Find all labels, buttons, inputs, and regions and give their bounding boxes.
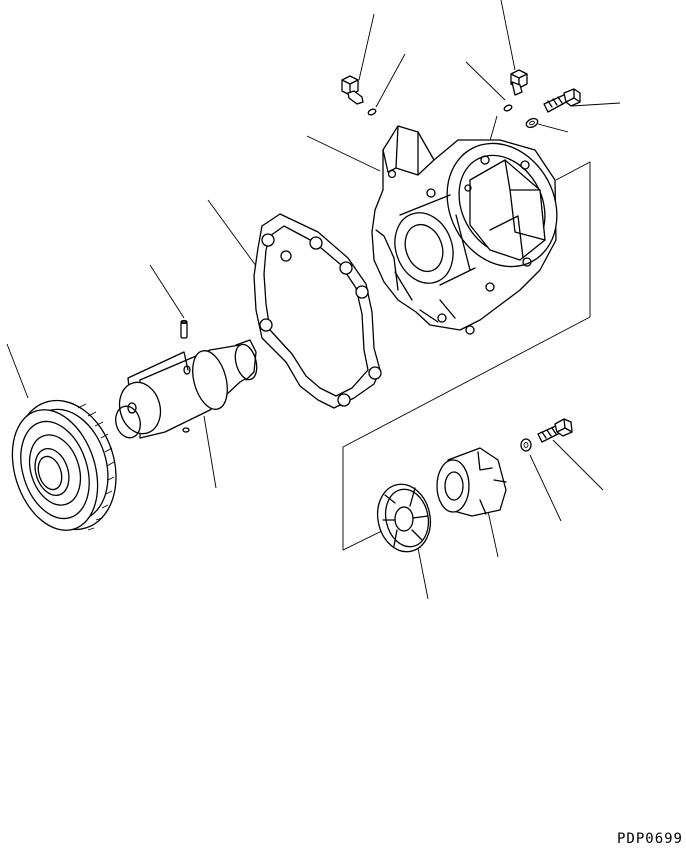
drawing-code: PDP0699 [617, 831, 683, 847]
leader-pin [149, 264, 185, 319]
leader-bolt-top-left [358, 13, 375, 81]
leader-bolt-lower [552, 439, 604, 491]
bolt-top-left [341, 75, 364, 105]
leader-bolt-top-right [500, 0, 516, 71]
pin [180, 319, 188, 339]
leader-washer-side [537, 123, 569, 133]
gasket [253, 213, 382, 409]
coupling-insert [376, 483, 432, 553]
bolt-lower [537, 418, 573, 443]
washer-side [525, 117, 539, 129]
subassembly-frame [342, 161, 591, 551]
leader-lines [6, 0, 621, 600]
drive-housing [371, 125, 558, 335]
leader-gear [6, 343, 29, 399]
bolt-top-right [510, 69, 528, 96]
shaft [115, 339, 258, 439]
leader-shaft [203, 415, 217, 489]
leader-insert [417, 547, 429, 600]
o-ring-left [367, 108, 377, 116]
leader-housing [306, 135, 381, 172]
o-ring-right [503, 104, 513, 112]
coupling [436, 447, 507, 517]
gear [11, 399, 117, 531]
leader-gasket [207, 199, 260, 271]
bolt-side [543, 88, 581, 113]
leader-oring-right [465, 61, 506, 101]
leader-bolt-side [571, 102, 621, 107]
leader-washer-lower [529, 454, 562, 522]
leader-oring-left [375, 53, 406, 108]
washer-lower [520, 438, 532, 452]
